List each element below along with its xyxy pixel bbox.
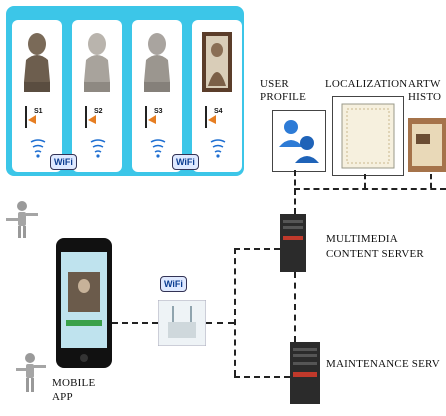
mobile-app-label: MOBILE APP [52,376,95,404]
network-link [294,188,446,190]
exhibit-case-4: S4 [192,20,242,172]
server-tower-icon [280,214,306,272]
user-profile-label: USER PROFILE [260,78,306,104]
smartphone [56,238,112,368]
visitor-figure-icon [6,200,40,240]
users-icon [277,117,321,165]
wireless-signal-icon [89,138,107,158]
wifi-badge: WiFi [160,276,187,292]
exhibit-case-3: S3 [132,20,182,172]
network-link [430,174,432,188]
floor-map-icon [341,103,395,169]
exhibit-id: S1 [34,108,43,115]
router-icon [158,300,206,346]
bust-statue-icon [80,30,114,94]
painting-icon [200,30,234,94]
bust-statue-icon [140,30,174,94]
book-icon [408,116,446,174]
exhibit-id: S4 [214,108,223,115]
bust-statue-icon [20,30,54,94]
network-link [234,376,290,378]
wifi-badge: WiFi [172,154,199,170]
localization-label: LOCALIZATION [325,78,407,91]
smartphone-icon [56,238,112,368]
network-link [206,322,234,324]
wifi-badge: WiFi [50,154,77,170]
localization-box [332,96,404,176]
exhibit-id: S3 [154,108,163,115]
user-profile-box [272,110,326,172]
visitor-figure-icon [14,352,48,394]
network-link [294,170,296,214]
multimedia-server-label: MULTIMEDIA CONTENT SERVER [326,232,424,262]
exhibit-case-1: S1 [12,20,62,172]
exhibit-panel: S1 S2 [6,6,244,176]
wireless-signal-icon [209,138,227,158]
network-link [294,272,296,342]
maintenance-server-label: MAINTENANCE SERV [326,358,440,371]
exhibit-id: S2 [94,108,103,115]
wifi-router [158,300,206,346]
multimedia-server [280,214,306,272]
network-link [112,322,158,324]
artwork-history-box [408,116,446,174]
network-link [364,174,366,188]
wireless-signal-icon [29,138,47,158]
maintenance-server [290,342,320,404]
wireless-signal-icon [149,138,167,158]
server-tower-icon [290,342,320,404]
exhibit-case-2: S2 [72,20,122,172]
network-link [234,248,236,376]
artwork-history-label: ARTW HISTO [408,78,441,104]
network-link [234,248,280,250]
